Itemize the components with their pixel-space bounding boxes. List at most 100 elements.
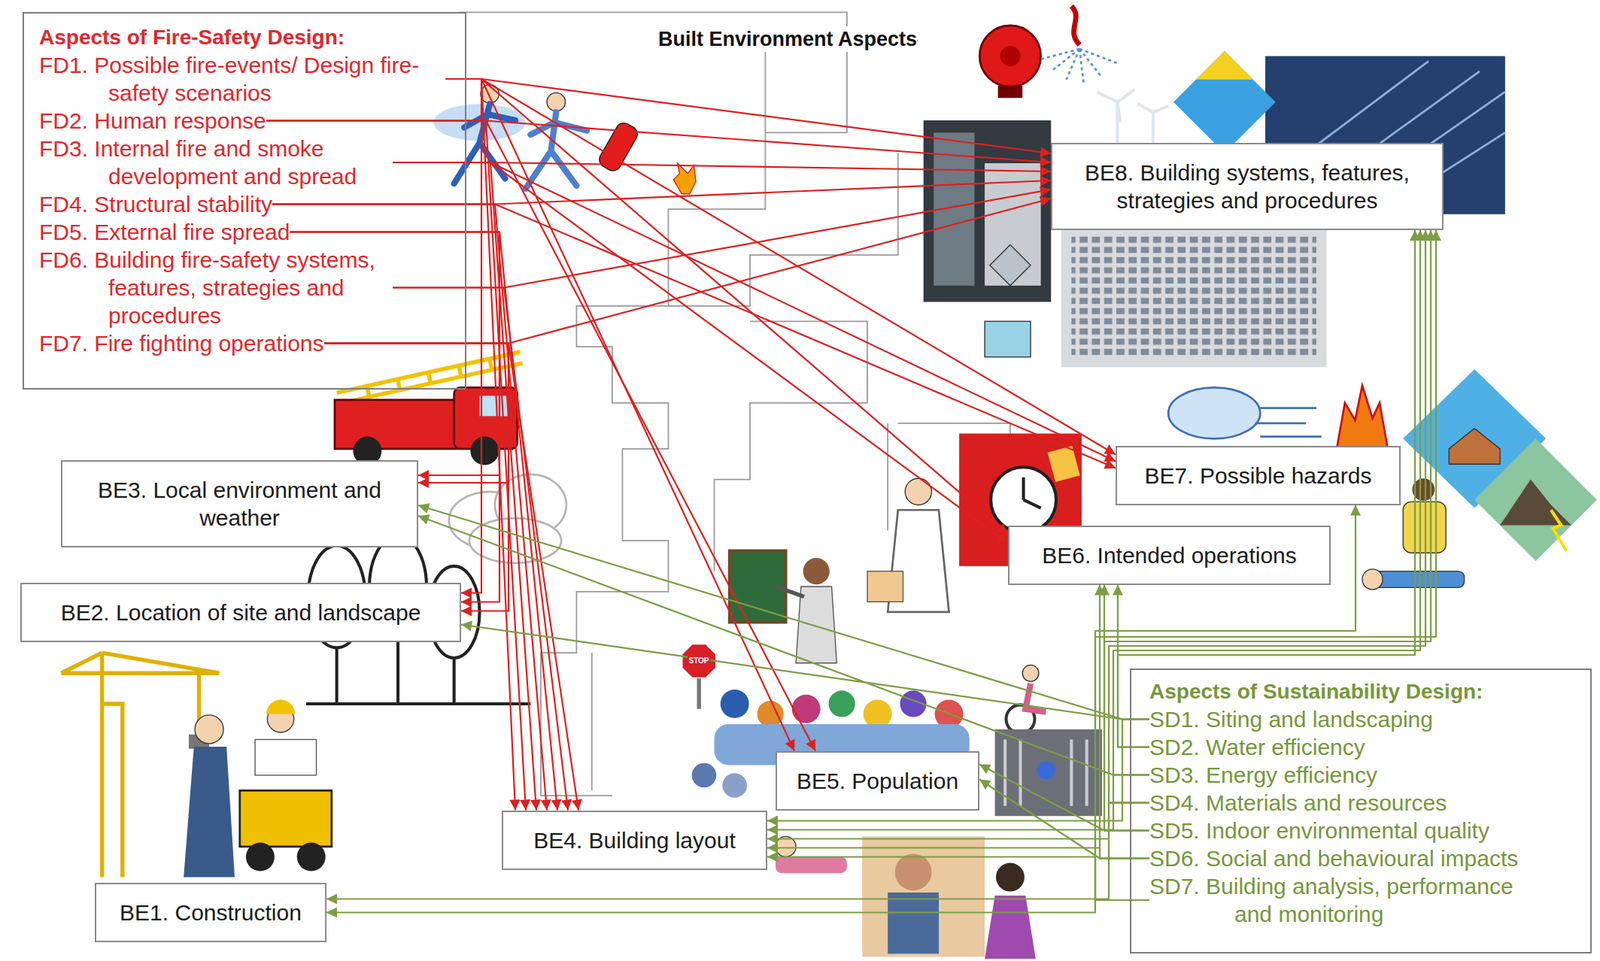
fire-safety-link [392,162,1008,544]
aspect-item-text: SD5. Indoor environmental quality [1149,816,1490,845]
engineer-plans [255,739,316,775]
aspect-item-text: SD6. Social and behavioural impacts [1149,844,1519,873]
connectors [266,78,1437,914]
digger-wheel [297,842,326,872]
aspect-item-text: FD6. Building fire-safety systems, featu… [39,245,393,330]
digger [239,790,332,848]
house-in-flood [1448,428,1500,465]
pinwheel [989,245,1031,286]
building-windows [1071,234,1317,358]
casualty-head [1362,569,1383,590]
aspect-group-box: Aspects of Sustainability Design:SD1. Si… [1129,668,1592,954]
fire-safety-link [392,288,568,811]
sustainability-link [1099,585,1150,860]
person-head [895,853,933,891]
fire-safety-link [266,121,816,752]
sprinkler-spray [1041,48,1118,84]
sustainability-link [979,780,1150,860]
lightning [1551,510,1567,551]
crowd-person [722,773,747,799]
running-person-head [546,92,565,111]
crowd-person [720,689,750,719]
fire-safety-link [272,204,1116,469]
flames [1336,385,1388,450]
aspect-label: BE4. Building layout [513,826,756,855]
diagram-title: Built Environment Aspects [658,26,917,52]
alarm-bell-dome [999,45,1021,67]
aspect-item: FD4. Structural stability [39,190,273,219]
stop-sign-post [696,678,701,710]
aspect-label: BE3. Local environment and weather [72,476,407,532]
mountain [1499,479,1572,526]
floor-plan-line [592,40,1011,791]
sign-text: STOP [687,656,710,666]
woman-head [995,863,1025,893]
aspect-item-text: SD3. Energy efficiency [1149,761,1378,790]
aspect-item: FD6. Building fire-safety systems, featu… [39,245,393,330]
crowd-person [863,700,893,729]
sustainability-link [1104,585,1150,832]
engineer-hardhat [266,700,295,715]
aspect-label: BE2. Location of site and landscape [32,598,450,627]
clock-face [990,467,1057,533]
clock-hands [1023,477,1042,509]
sprinkler-pipe [1071,6,1080,46]
rescuer-body [1402,501,1446,553]
crowd-person [792,695,821,724]
aspect-item-text: SD1. Siting and landscaping [1149,705,1434,734]
aspect-box: BE5. Population [775,751,980,811]
reclining-person [775,856,848,874]
aspect-item: SD7. Building analysis, performance and … [1149,872,1541,929]
solar-sun [1196,51,1254,80]
sustainability-link [767,719,1150,822]
aspect-item: FD2. Human response [39,106,267,135]
wheelchair-user-head [1022,664,1039,682]
fire-truck-wheel [470,437,499,466]
fire-truck-window [479,395,509,416]
elevator-photo [923,120,1052,302]
aspect-item: SD6. Social and behavioural impacts [1149,844,1519,873]
worker-head [194,715,224,744]
alarm-bell [979,25,1041,87]
tree-trunks [306,637,531,705]
aspect-item: SD2. Water efficiency [1149,733,1366,762]
sustainability-link [461,625,1150,720]
aspect-box: BE2. Location of site and landscape [20,582,462,643]
aspect-box: BE3. Local environment and weather [60,460,419,548]
woman-body [984,895,1036,960]
fire-safety-link [445,78,1008,535]
aspect-item-text: SD7. Building analysis, performance and … [1149,872,1541,929]
teacher-head [803,558,830,585]
people-photo [862,836,985,957]
crowd-person [692,763,717,789]
aspect-label: BE1. Construction [106,898,315,927]
server-worker [1036,761,1055,780]
aspect-item: SD3. Energy efficiency [1149,761,1378,790]
aspect-label: BE6. Intended operations [1020,541,1319,570]
aspect-item: SD4. Materials and resources [1149,789,1447,817]
aspect-label: BE5. Population [787,767,968,796]
server-room [995,729,1103,817]
aspect-item: FD5. External fire spread [39,218,290,246]
aspect-item-text: FD3. Internal fire and smoke development… [39,134,393,191]
aspect-label: BE8. Building systems, features, strateg… [1062,158,1432,215]
sustainability-link [979,765,1150,832]
aspect-box: BE6. Intended operations [1007,525,1331,586]
teacher-arm [775,586,805,598]
sustainability-link [326,803,1150,900]
fire-safety-link [324,343,579,811]
crowd-person [757,701,784,728]
fire-safety-link [445,78,1051,154]
fire-safety-link [392,189,1051,289]
aspect-label: BE7. Possible hazards [1127,461,1389,490]
aspect-item-text: FD2. Human response [39,106,267,135]
sustainability-link [326,900,1150,914]
aspect-item: SD1. Siting and landscaping [1149,705,1434,734]
lab-rack [867,571,903,603]
aspect-item: SD5. Indoor environmental quality [1149,816,1490,845]
digger-wheel [245,842,275,872]
aspect-item-text: SD4. Materials and resources [1149,789,1447,817]
aspect-box: BE1. Construction [94,883,327,943]
earthquake-diamond [1474,438,1597,562]
